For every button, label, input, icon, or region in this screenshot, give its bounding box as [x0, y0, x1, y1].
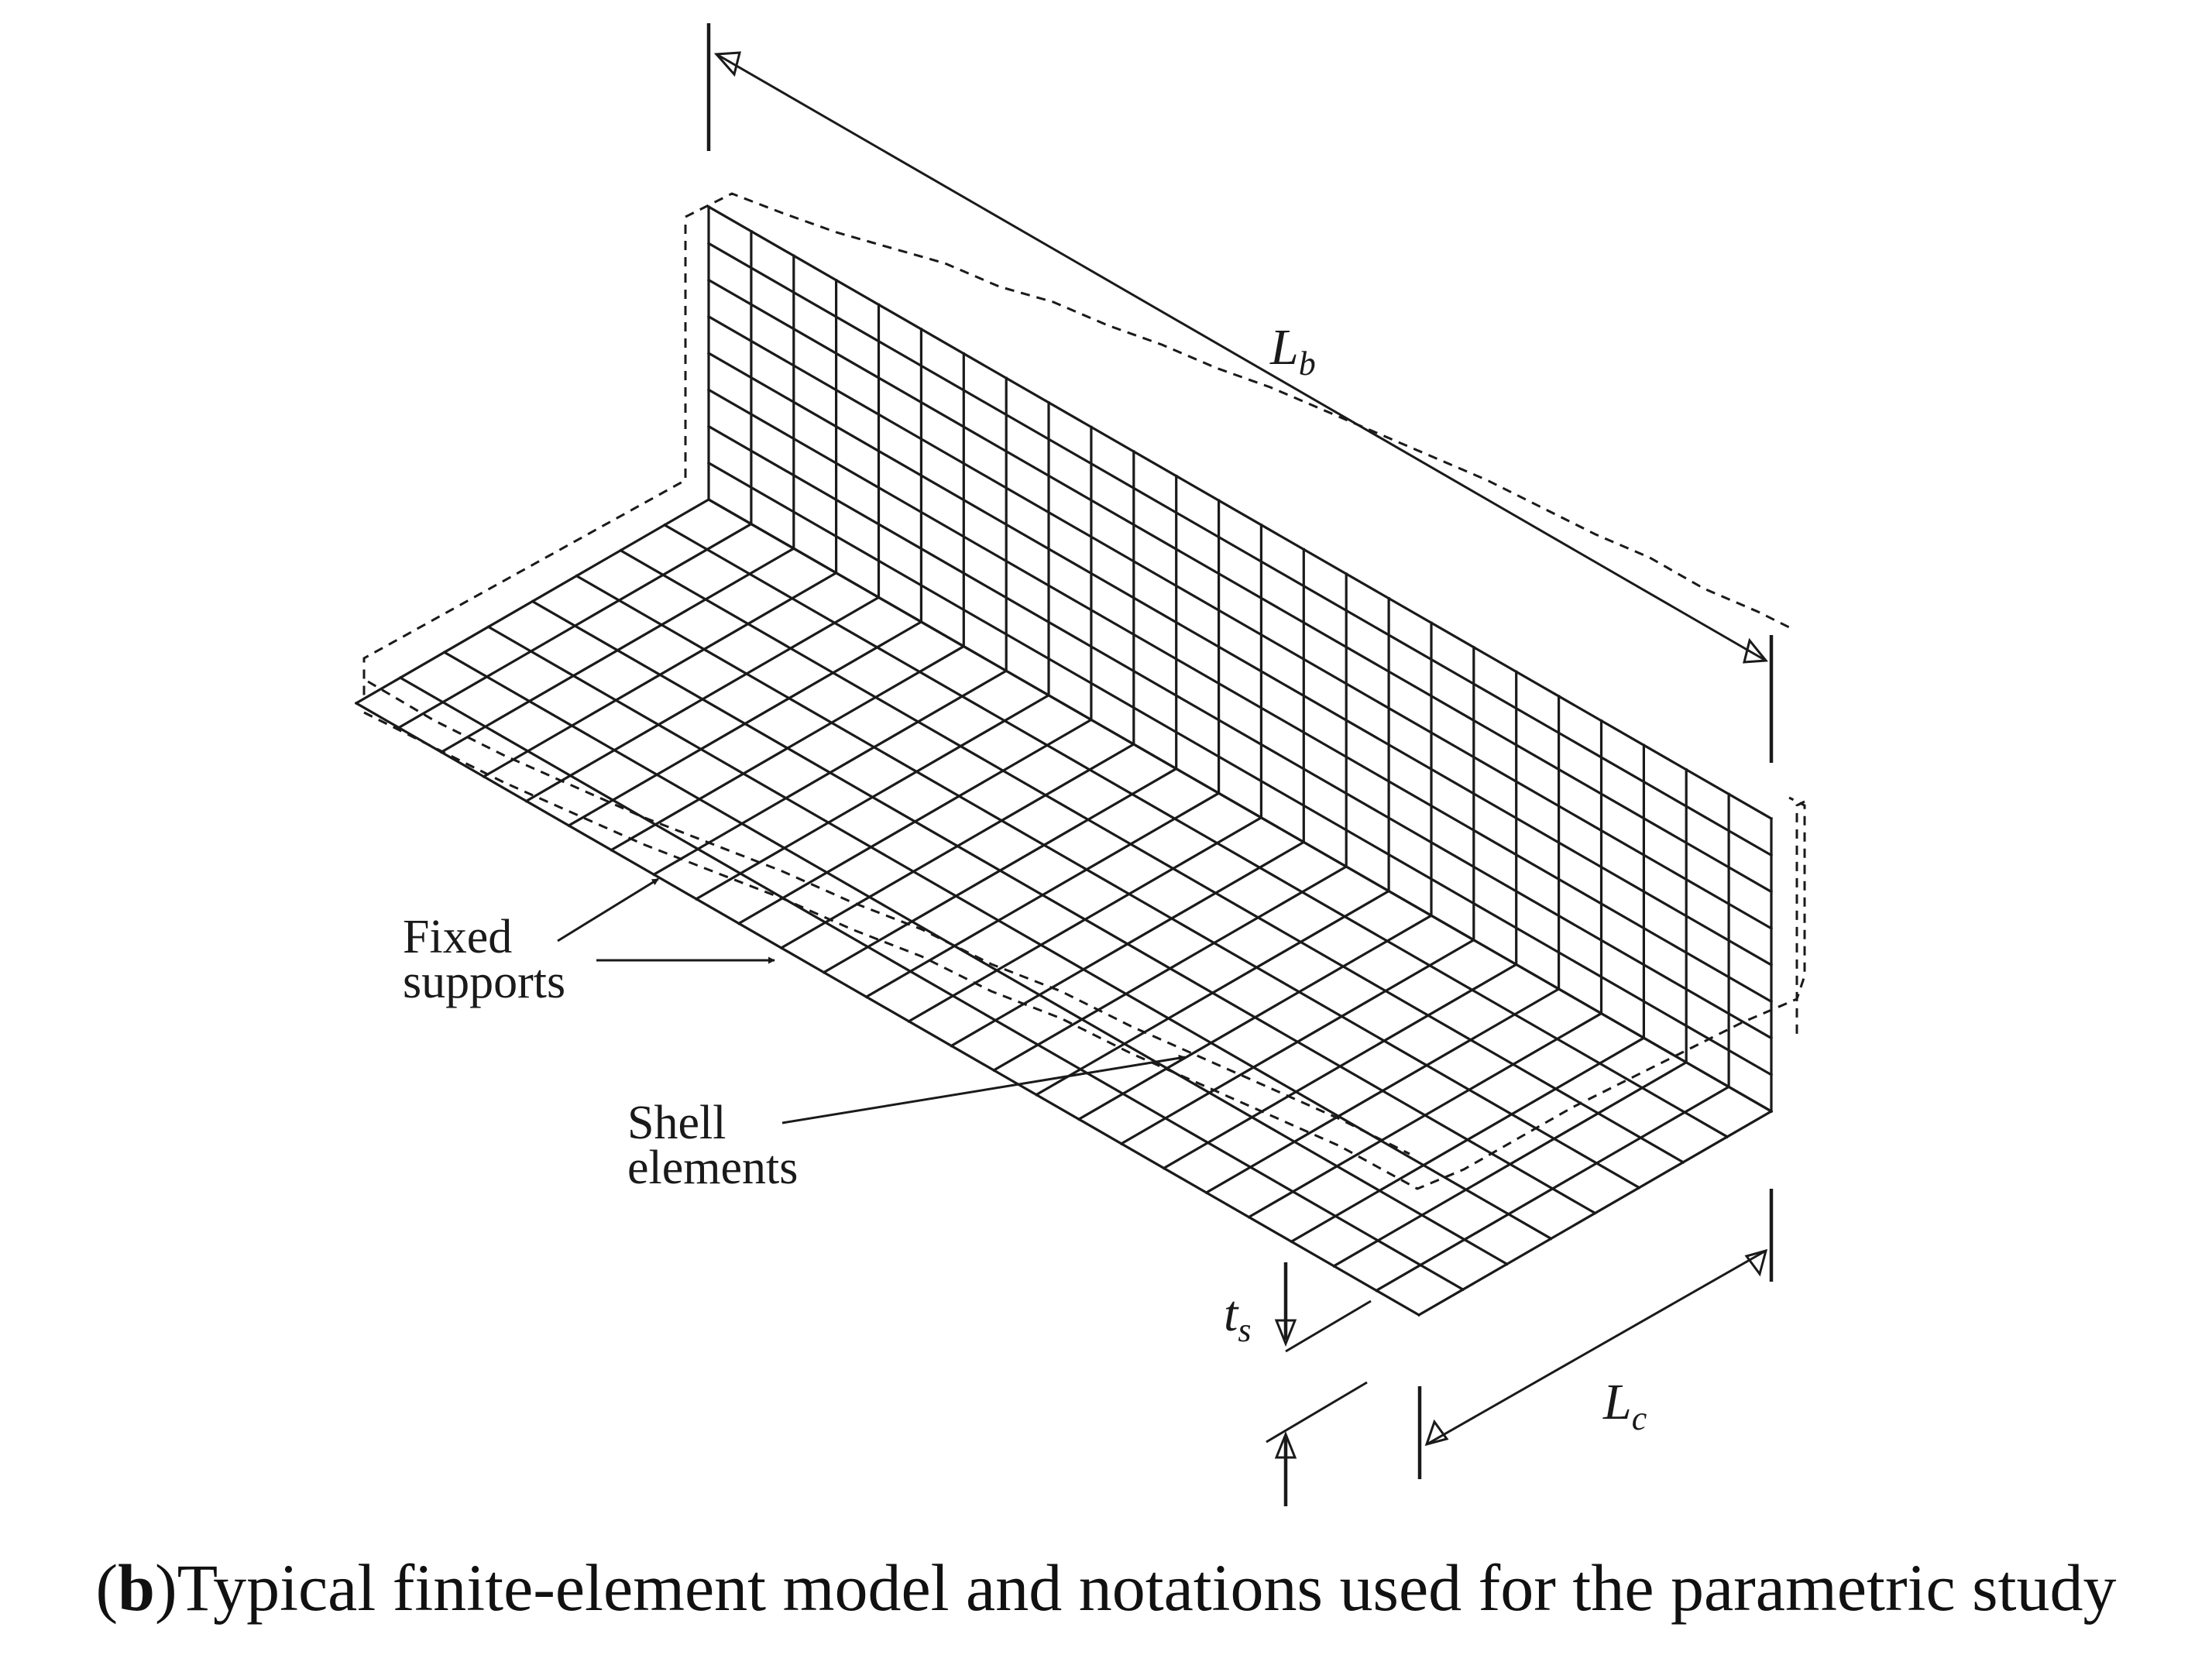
wall-mesh-horizontal-line	[706, 461, 1774, 1076]
slab-mesh-longitudinal-line	[442, 651, 1509, 1266]
dimension-slab-thickness: ts	[1224, 1262, 1372, 1506]
shell-elements-annotation: Shell elements	[627, 1054, 1186, 1194]
fixed-supports-label: Fixed supports	[403, 911, 565, 1008]
wall-mesh-horizontal-line	[706, 351, 1774, 967]
cantilever-length-label: Lc	[1602, 1374, 1647, 1437]
slab-mesh-longitudinal-line	[531, 599, 1597, 1215]
dimension-beam-length: Lb	[706, 23, 1774, 763]
slab-mesh-longitudinal-line	[486, 625, 1553, 1241]
slab-mesh-longitudinal-line	[398, 675, 1465, 1292]
slab-thickness-label: ts	[1224, 1286, 1251, 1349]
slab-shell-mesh	[354, 497, 1774, 1317]
wall-mesh-horizontal-line	[706, 242, 1774, 857]
wall-mesh-horizontal-line	[706, 278, 1774, 894]
fixed-supports-annotation: Fixed supports	[403, 877, 775, 1008]
deformed-shape-outline	[362, 192, 1806, 1190]
wall-mesh-horizontal-line	[706, 424, 1774, 1040]
slab-mesh-longitudinal-line	[619, 548, 1685, 1164]
wall-mesh-horizontal-line	[706, 388, 1774, 1004]
wall-mesh-horizontal-line	[706, 204, 1774, 821]
shell-elements-label: Shell elements	[627, 1097, 798, 1194]
slab-mesh-longitudinal-line	[706, 497, 1774, 1114]
panel-letter: b	[118, 1550, 155, 1625]
slab-mesh-longitudinal-line	[662, 523, 1729, 1139]
wall-mesh-horizontal-line	[706, 314, 1774, 930]
dimension-cantilever-length: Lc	[1417, 1189, 1774, 1479]
figure-caption: (b)Typical finite-element model and nota…	[95, 1550, 2117, 1625]
slab-mesh-longitudinal-line	[354, 701, 1421, 1317]
beam-length-label: Lb	[1269, 319, 1316, 383]
slab-mesh-longitudinal-line	[575, 574, 1641, 1190]
caption-text: Typical finite-element model and notatio…	[177, 1550, 2117, 1625]
